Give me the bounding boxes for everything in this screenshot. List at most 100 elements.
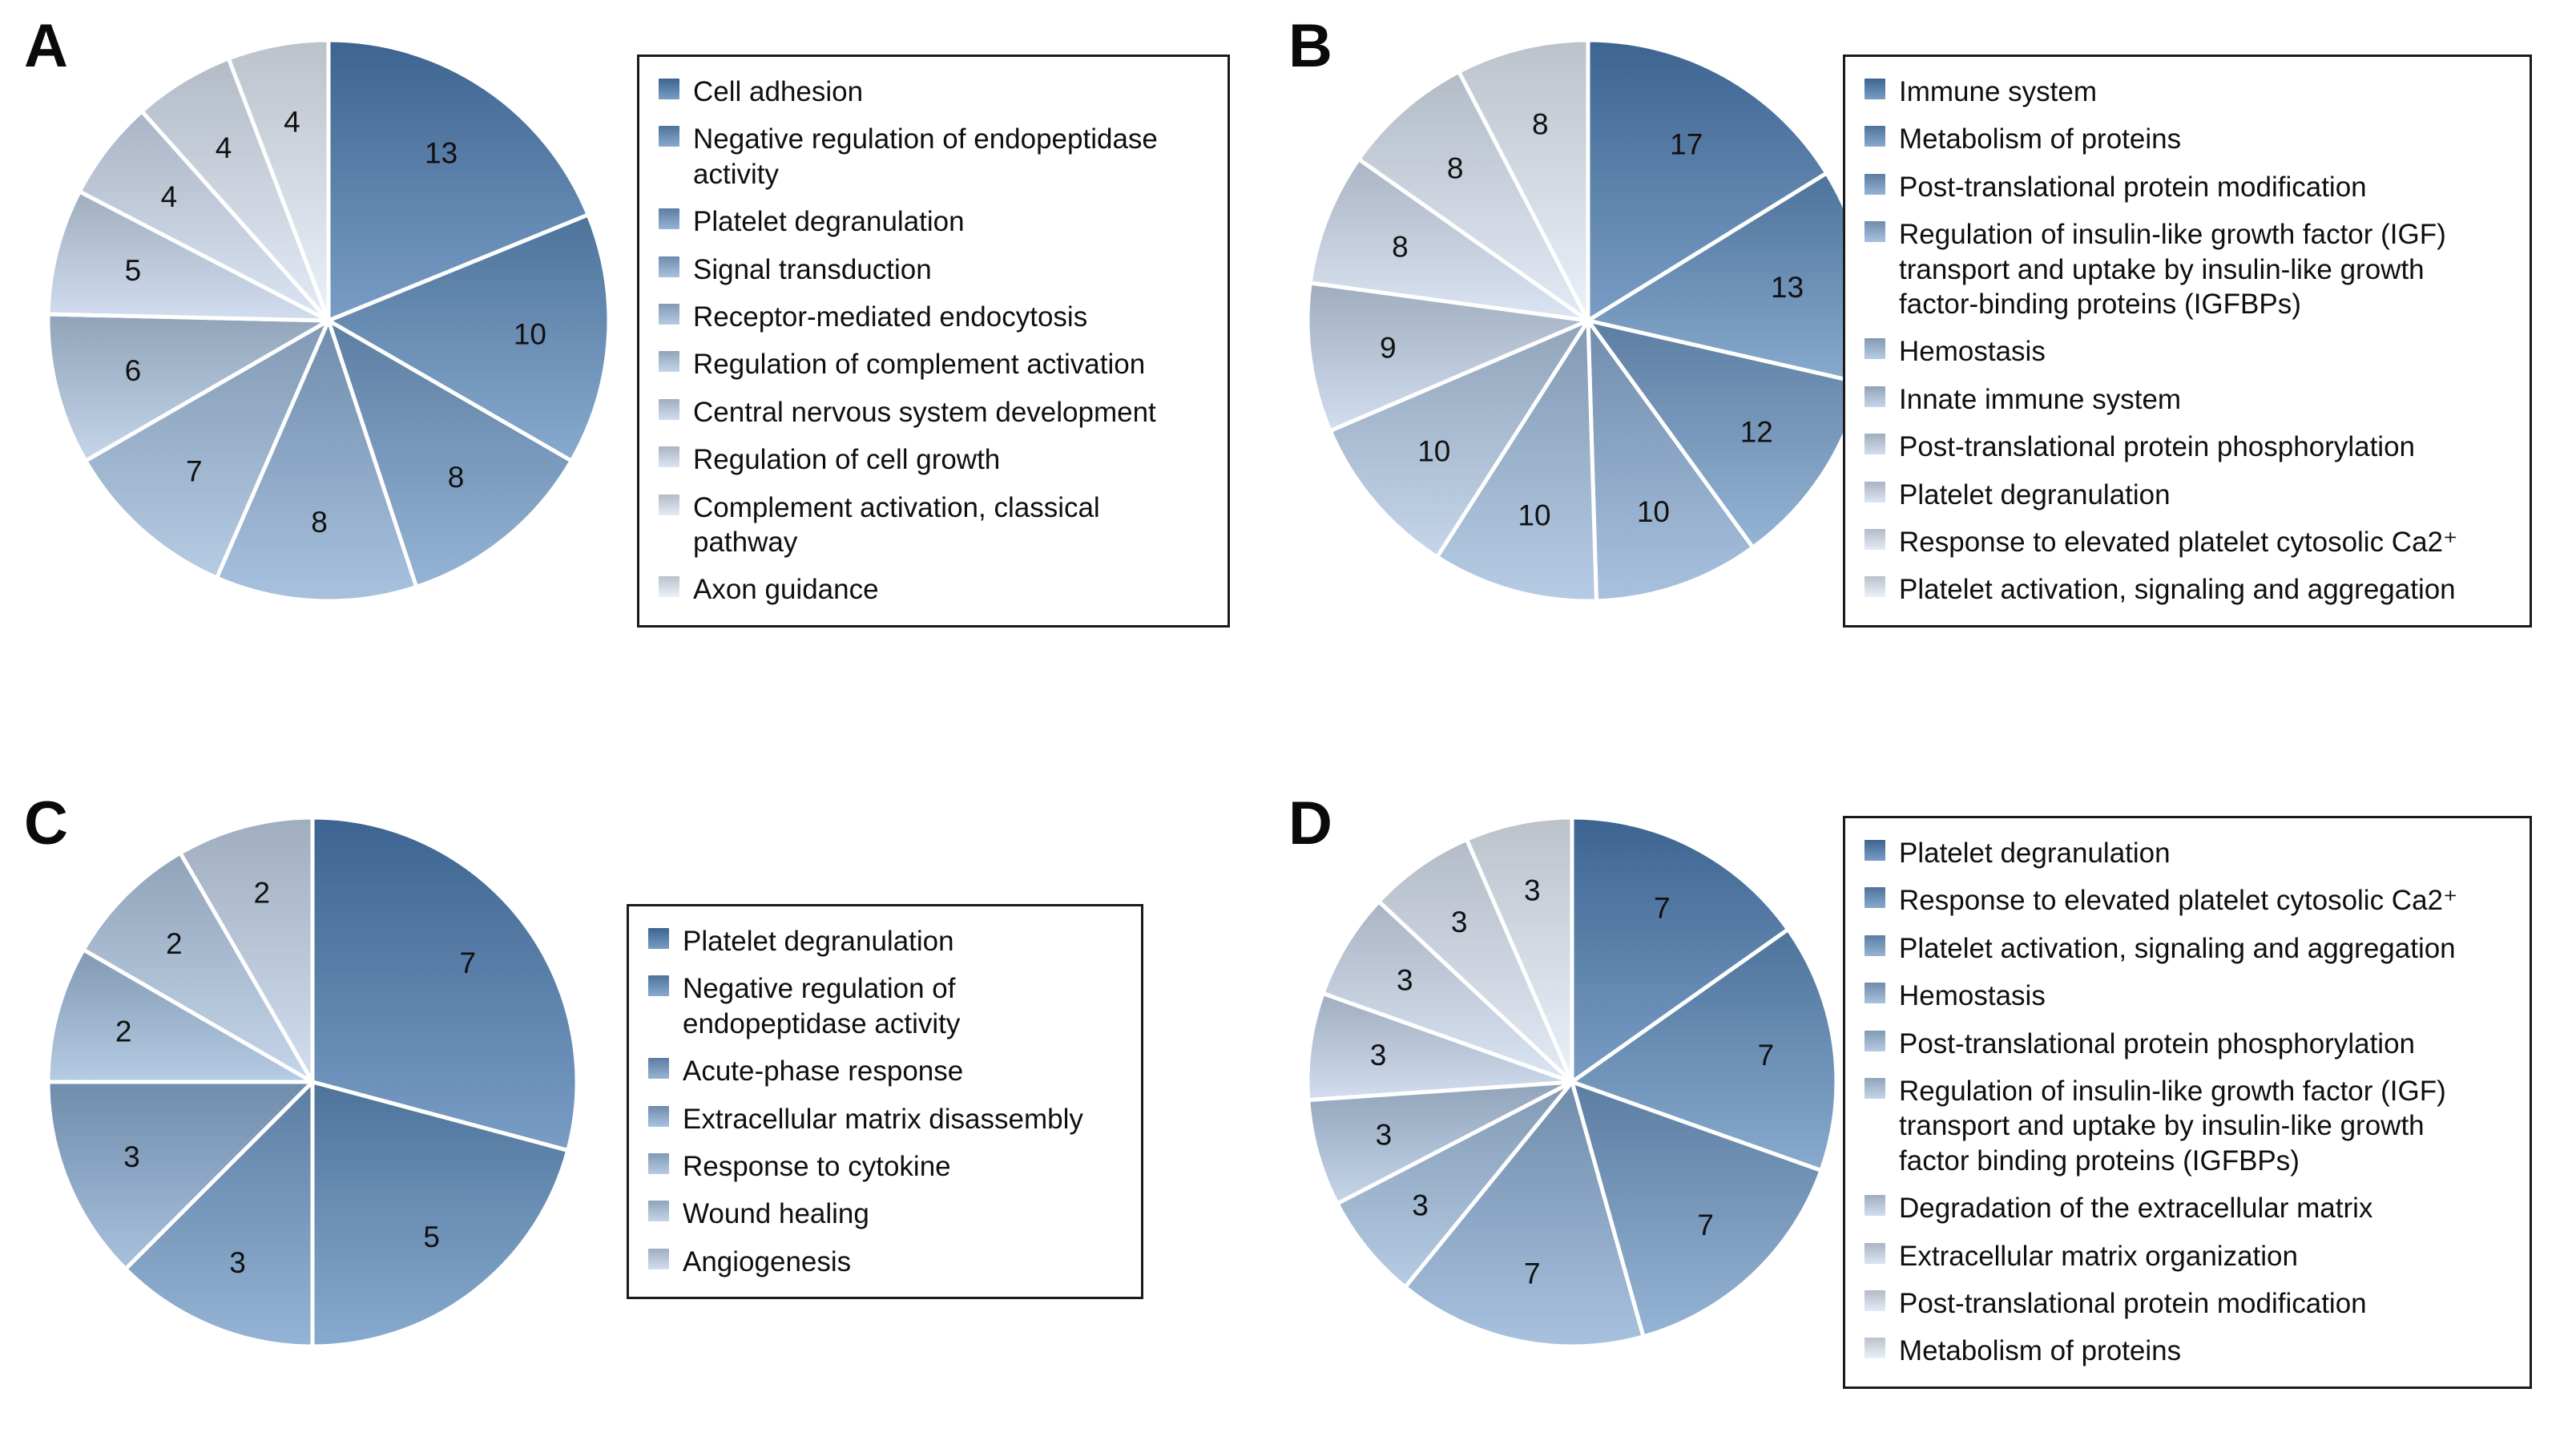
legend-item-label: Response to elevated platelet cytosolic …: [1899, 526, 2458, 558]
legend-item[interactable]: Extracellular matrix disassembly: [648, 1102, 1120, 1136]
legend-item[interactable]: Degradation of the extracellular matrix: [1864, 1191, 2509, 1225]
pie-slice-value: 7: [1654, 892, 1671, 925]
pie-slice[interactable]: [1570, 1080, 1824, 1339]
legend-item[interactable]: Regulation of cell growth: [659, 442, 1207, 477]
legend-item[interactable]: Acute-phase response: [648, 1054, 1120, 1088]
legend-item[interactable]: Metabolism of proteins: [1864, 122, 2509, 156]
pie-slice[interactable]: [326, 38, 591, 323]
legend-item-label: Complement activation, classical pathway: [693, 491, 1100, 558]
legend-item-label: Negative regulation of endopeptidase act…: [693, 123, 1158, 190]
legend-item[interactable]: Immune system: [1864, 75, 2509, 109]
pie-slice[interactable]: [1335, 1080, 1574, 1290]
pie-slice[interactable]: [1377, 837, 1574, 1084]
legend-swatch: [1864, 1195, 1885, 1217]
legend-item[interactable]: Complement activation, classical pathway: [659, 490, 1207, 560]
pie-slice-value: 3: [229, 1246, 246, 1279]
pie-slice[interactable]: [310, 815, 579, 1152]
pie-slice[interactable]: [46, 1080, 315, 1271]
pie-slice[interactable]: [326, 212, 611, 463]
legend-item[interactable]: Axon guidance: [659, 572, 1207, 607]
legend-item[interactable]: Platelet degranulation: [648, 924, 1120, 959]
pie-slice[interactable]: [46, 312, 331, 463]
pie-slice-value: 5: [125, 254, 142, 287]
legend-item[interactable]: Regulation of complement activation: [659, 347, 1207, 381]
legend-swatch: [648, 1058, 669, 1080]
pie-slice[interactable]: [46, 947, 315, 1084]
pie-slice[interactable]: [1457, 38, 1590, 323]
legend-item-label: Regulation of complement activation: [693, 349, 1146, 381]
pie-slice[interactable]: [1570, 927, 1839, 1173]
legend-item[interactable]: Receptor-mediated endocytosis: [659, 300, 1207, 334]
legend-item[interactable]: Extracellular matrix organization: [1864, 1239, 2509, 1273]
legend-swatch: [659, 208, 679, 230]
legend-item[interactable]: Platelet degranulation: [659, 204, 1207, 239]
legend-item[interactable]: Negative regulation of endopeptidase act…: [659, 122, 1207, 192]
legend-item[interactable]: Response to elevated platelet cytosolic …: [1864, 883, 2509, 918]
pie-slice[interactable]: [1305, 281, 1590, 434]
legend-item[interactable]: Post-translational protein modification: [1864, 1286, 2509, 1321]
legend-item[interactable]: Hemostasis: [1864, 979, 2509, 1013]
legend-item[interactable]: Response to cytokine: [648, 1149, 1120, 1184]
pie-slice[interactable]: [1435, 318, 1598, 603]
legend-item[interactable]: Post-translational protein phosphorylati…: [1864, 430, 2509, 464]
pie-slice[interactable]: [1305, 991, 1574, 1103]
pie-slice[interactable]: [123, 1080, 315, 1349]
pie-slice[interactable]: [326, 318, 574, 589]
legend-item[interactable]: Response to elevated platelet cytosolic …: [1864, 525, 2509, 559]
pie-slice[interactable]: [1308, 157, 1590, 323]
legend-item-label: Platelet activation, signaling and aggre…: [1899, 932, 2456, 964]
legend-item[interactable]: Platelet degranulation: [1864, 836, 2509, 870]
legend-item[interactable]: Innate immune system: [1864, 382, 2509, 417]
legend-swatch: [648, 1248, 669, 1269]
legend-item-label: Negative regulation of endopeptidase act…: [683, 973, 961, 1039]
pie-slice-value: 3: [123, 1140, 140, 1173]
legend-item[interactable]: Platelet degranulation: [1864, 478, 2509, 512]
legend-item-label: Degradation of the extracellular matrix: [1899, 1193, 2373, 1225]
pie-slice-value: 13: [425, 136, 458, 169]
legend-item[interactable]: Post-translational protein phosphorylati…: [1864, 1027, 2509, 1061]
legend-item[interactable]: Regulation of insulin-like growth factor…: [1864, 217, 2509, 321]
pie-slice[interactable]: [1570, 815, 1791, 1084]
legend-item[interactable]: Signal transduction: [659, 252, 1207, 287]
pie-slice[interactable]: [1403, 1080, 1646, 1349]
pie-slice[interactable]: [226, 38, 331, 323]
pie-slice[interactable]: [1586, 318, 1756, 603]
legend-item-label: Platelet degranulation: [693, 206, 965, 238]
legend-item[interactable]: Hemostasis: [1864, 334, 2509, 369]
pie-slice[interactable]: [81, 850, 315, 1084]
legend-item[interactable]: Angiogenesis: [648, 1245, 1120, 1279]
legend-item[interactable]: Platelet activation, signaling and aggre…: [1864, 572, 2509, 607]
pie-slice[interactable]: [178, 815, 315, 1084]
legend-item[interactable]: Platelet activation, signaling and aggre…: [1864, 931, 2509, 966]
legend-item[interactable]: Metabolism of proteins: [1864, 1334, 2509, 1368]
legend-swatch: [1864, 983, 1885, 1004]
legend-item[interactable]: Central nervous system development: [659, 395, 1207, 430]
pie-slice[interactable]: [310, 1080, 570, 1349]
legend-item-label: Post-translational protein phosphorylati…: [1899, 431, 2415, 463]
legend-item[interactable]: Regulation of insulin-like growth factor…: [1864, 1074, 2509, 1178]
pie-slice[interactable]: [215, 318, 419, 603]
legend-swatch: [1864, 1030, 1885, 1051]
legend-item[interactable]: Cell adhesion: [659, 75, 1207, 109]
pie-slice[interactable]: [1320, 899, 1574, 1084]
legend-item[interactable]: Post-translational protein modification: [1864, 170, 2509, 204]
legend-swatch: [659, 576, 679, 598]
pie-slice[interactable]: [1306, 1080, 1574, 1206]
legend-item[interactable]: Negative regulation of endopeptidase act…: [648, 971, 1120, 1041]
pie-slice[interactable]: [83, 318, 331, 580]
pie-slice[interactable]: [1357, 69, 1590, 323]
pie-slice[interactable]: [46, 189, 331, 323]
pie-slice[interactable]: [1586, 38, 1829, 323]
legend-item-label: Metabolism of proteins: [1899, 123, 2182, 155]
pie-slice[interactable]: [1328, 318, 1590, 559]
pie-slice[interactable]: [1465, 815, 1574, 1084]
legend-item-label: Angiogenesis: [683, 1245, 852, 1277]
legend-item-label: Platelet degranulation: [1899, 838, 2171, 869]
pie-slice-value: 13: [1771, 271, 1804, 304]
legend-item[interactable]: Wound healing: [648, 1197, 1120, 1231]
legend-item-label: Post-translational protein modification: [1899, 1287, 2367, 1319]
legend-item-label: Cell adhesion: [693, 76, 864, 107]
